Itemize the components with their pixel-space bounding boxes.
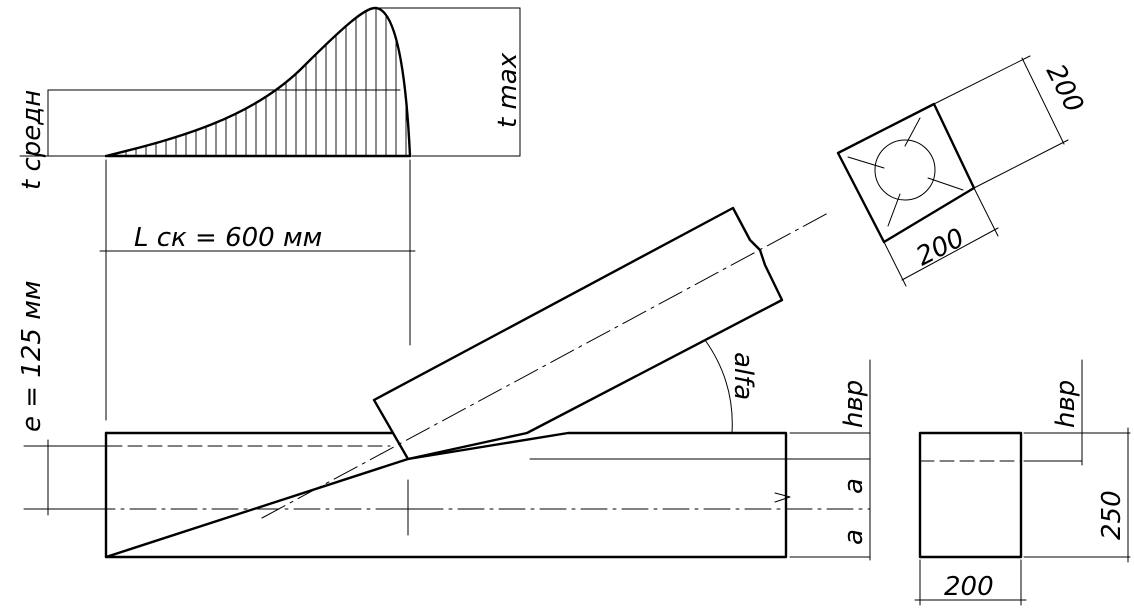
side-view-rect xyxy=(918,431,1023,559)
section-circle xyxy=(874,139,936,201)
side-view: hвр 250 200 xyxy=(914,359,1131,606)
section-square xyxy=(836,102,976,244)
section-ext-b xyxy=(973,139,1069,189)
main-beam xyxy=(47,431,871,559)
beam-outline xyxy=(104,431,788,559)
stress-diagram: t max t средн xyxy=(17,6,523,190)
axis-break-mark xyxy=(774,492,791,503)
strut-cross-section: 200 200 xyxy=(836,55,1089,287)
section-200-bottom-label: 200 xyxy=(912,223,970,272)
h-vr-front-label: hвр xyxy=(839,380,869,428)
section-ext-a xyxy=(933,55,1031,105)
l-sk-label: L ск = 600 мм xyxy=(134,223,322,253)
section-ext-c xyxy=(883,241,907,287)
e-label: e = 125 мм xyxy=(17,281,47,432)
inclined-strut xyxy=(261,206,831,519)
section-dim-bottom xyxy=(901,227,999,281)
e-dimension: e = 125 мм xyxy=(17,281,109,516)
t-avg-label: t средн xyxy=(17,90,47,190)
width-200-side-label: 200 xyxy=(944,572,994,602)
a-lower-label: a xyxy=(839,529,869,545)
t-max-label: t max xyxy=(493,52,523,128)
stress-hatching xyxy=(115,7,407,157)
alfa-angle: alfa xyxy=(704,339,758,434)
section-dim-right xyxy=(1021,57,1065,145)
strut-axis xyxy=(261,211,831,519)
alfa-arc xyxy=(704,339,733,434)
section-line-3 xyxy=(927,177,964,191)
section-line-2 xyxy=(904,117,921,147)
section-ext-d xyxy=(973,187,999,237)
section-line-1 xyxy=(847,156,885,169)
a-upper-label: a xyxy=(839,478,869,494)
height-250-label: 250 xyxy=(1097,490,1127,540)
alfa-label: alfa xyxy=(728,352,758,400)
beam-right-dimensions: hвр a a xyxy=(839,359,871,561)
l-sk-dimension: L ск = 600 мм xyxy=(99,159,416,421)
stress-curve xyxy=(104,6,412,158)
h-vr-side-label: hвр xyxy=(1051,380,1081,428)
section-line-4 xyxy=(887,193,901,227)
strut-outline xyxy=(372,206,784,461)
